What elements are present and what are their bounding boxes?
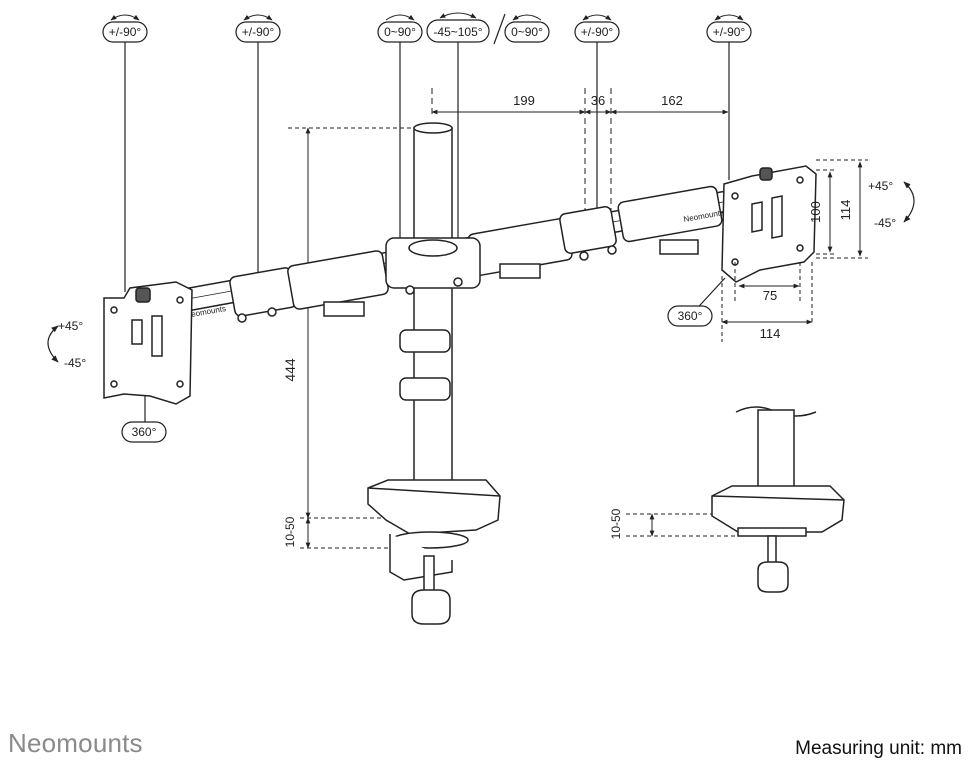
dim-vesa-v-small: 100: [808, 201, 823, 223]
label-center-left-swivel: 0~90°: [384, 25, 416, 39]
right-vesa-plate: [721, 165, 817, 283]
brand-logo: Neomounts: [8, 728, 143, 758]
dim-vesa-h-large: 114: [760, 326, 781, 341]
cable-clip-upper: [399, 329, 451, 353]
label-right-tilt-up: +45°: [868, 179, 893, 193]
pill-left-arm-joint: [235, 21, 281, 43]
right-vesa-dimensions: [721, 159, 868, 342]
label-right-rotation: 360°: [678, 309, 703, 323]
dim-pole-height: 444: [282, 358, 298, 382]
pill-left-plate-tilt: [102, 21, 148, 43]
label-right-plate-tilt: +/-90°: [713, 25, 746, 39]
detail-clamp-dimension: [626, 513, 736, 537]
pill-right-rotation: [667, 305, 713, 327]
label-center-right-swivel: 0~90°: [511, 25, 543, 39]
pole-dimensions: [288, 127, 418, 549]
rotation-arrow-icons: [110, 12, 744, 21]
pill-right-plate-tilt: [706, 21, 752, 43]
main-arm: [177, 185, 737, 323]
rotation-callouts: [102, 13, 752, 443]
label-right-tilt-down: -45°: [874, 216, 896, 230]
cable-clip-lower: [399, 377, 451, 401]
main-desk-clamp: [367, 479, 501, 625]
label-left-tilt-down: -45°: [64, 356, 86, 370]
detail-clamp: [711, 406, 845, 593]
dim-vesa-h-small: 75: [763, 288, 777, 303]
measuring-unit: Measuring unit: mm: [795, 738, 962, 759]
dim-clamp-range-detail: 10-50: [609, 508, 623, 539]
label-left-rotation: 360°: [132, 425, 157, 439]
right-tilt-arrow-icon: [903, 181, 915, 223]
dim-arm-segment-3: 162: [661, 93, 683, 108]
dim-clamp-range-main: 10-50: [283, 516, 297, 547]
pill-center-left-swivel: [377, 21, 423, 43]
dim-arm-segment-1: 199: [513, 93, 535, 108]
pill-center-right-swivel: [504, 21, 550, 43]
label-left-arm-joint: +/-90°: [242, 25, 275, 39]
label-left-plate-tilt: +/-90°: [109, 25, 142, 39]
left-tilt-arrow-icon: [47, 325, 59, 363]
arm-dimensions: [431, 88, 729, 215]
rotation-label-texts: +/-90° +/-90° 0~90° -45~105° 0~90° +/-90…: [109, 25, 746, 439]
left-vesa-plate: [103, 281, 193, 405]
dim-vesa-v-large: 114: [838, 200, 853, 221]
pill-center-arm-tilt: [426, 19, 490, 43]
main-pole: [399, 122, 453, 489]
dim-arm-segment-2: 36: [591, 93, 605, 108]
label-right-arm-joint: +/-90°: [581, 25, 614, 39]
pill-left-rotation: [121, 421, 167, 443]
label-left-tilt-up: +45°: [58, 319, 83, 333]
label-center-arm-tilt: -45~105°: [433, 25, 482, 39]
pill-right-arm-joint: [574, 21, 620, 43]
